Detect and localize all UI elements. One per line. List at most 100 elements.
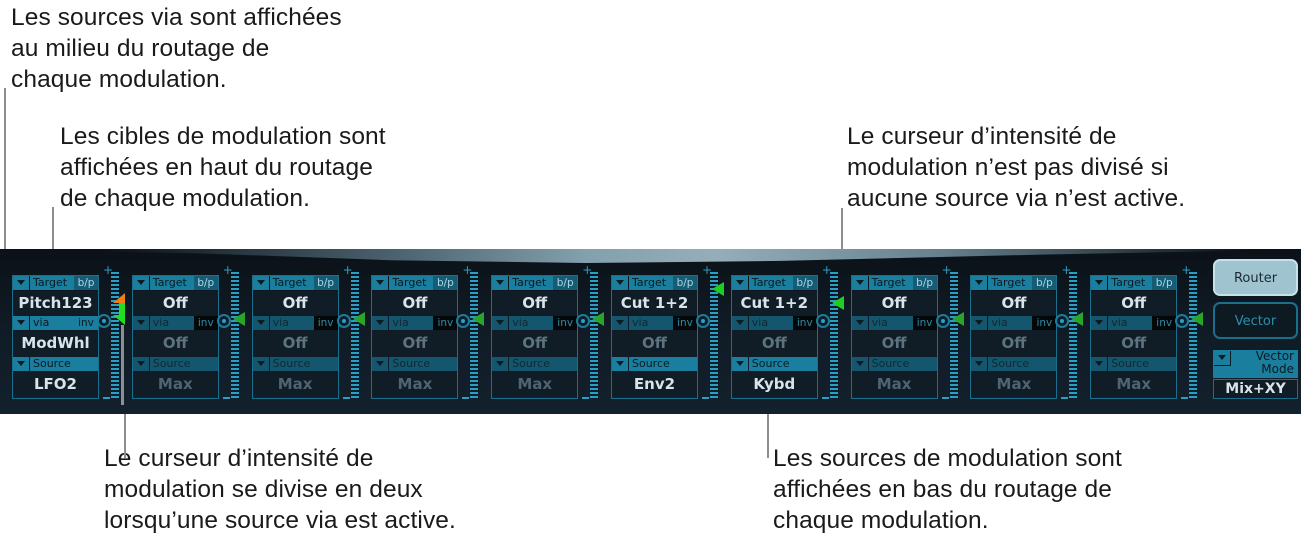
source-value[interactable]: Max [372, 372, 458, 396]
invert-toggle[interactable]: inv [74, 316, 98, 330]
chevron-down-icon[interactable] [252, 316, 269, 330]
chevron-down-icon[interactable] [851, 276, 868, 290]
chevron-down-icon[interactable] [132, 357, 149, 371]
intensity-arrow-icon[interactable] [352, 312, 365, 326]
chevron-down-icon[interactable] [731, 316, 748, 330]
chevron-down-icon[interactable] [132, 316, 149, 330]
slider-center-knob[interactable] [935, 314, 950, 328]
source-value[interactable]: Kybd [731, 372, 817, 396]
slider-center-knob[interactable] [336, 314, 351, 328]
chevron-down-icon[interactable] [132, 276, 149, 290]
chevron-down-icon[interactable] [13, 316, 29, 330]
via-range-arrow-icon[interactable] [113, 293, 125, 303]
bypass-toggle[interactable]: b/p [1152, 276, 1177, 290]
via-value[interactable]: Off [851, 331, 937, 355]
intensity-arrow-icon[interactable] [951, 312, 964, 326]
via-value[interactable]: Off [372, 331, 458, 355]
target-value[interactable]: Off [132, 291, 218, 315]
bypass-toggle[interactable]: b/p [193, 276, 218, 290]
chevron-down-icon[interactable] [492, 276, 509, 290]
intensity-arrow-icon[interactable] [113, 315, 125, 325]
chevron-down-icon[interactable] [372, 316, 389, 330]
chevron-down-icon[interactable] [971, 316, 988, 330]
intensity-slider-8[interactable]: + [935, 263, 964, 402]
bypass-toggle[interactable]: b/p [792, 276, 817, 290]
intensity-arrow-icon[interactable] [831, 296, 844, 310]
slider-center-knob[interactable] [97, 314, 111, 328]
slider-center-knob[interactable] [1175, 314, 1190, 328]
slider-center-knob[interactable] [456, 314, 471, 328]
slider-center-knob[interactable] [815, 314, 830, 328]
source-value[interactable]: Max [851, 372, 937, 396]
bypass-toggle[interactable]: b/p [553, 276, 578, 290]
intensity-arrow-icon[interactable] [592, 312, 605, 326]
target-value[interactable]: Off [372, 291, 458, 315]
intensity-arrow-icon[interactable] [232, 312, 245, 326]
source-value[interactable]: Max [252, 372, 338, 396]
intensity-arrow-icon[interactable] [1071, 312, 1084, 326]
source-value[interactable]: Max [1091, 372, 1177, 396]
chevron-down-icon[interactable] [1091, 316, 1108, 330]
chevron-down-icon[interactable] [851, 357, 868, 371]
intensity-slider-1[interactable]: + [97, 263, 125, 405]
invert-toggle[interactable]: inv [553, 316, 578, 330]
router-button[interactable]: Router [1213, 259, 1298, 296]
chevron-down-icon[interactable] [13, 357, 29, 371]
invert-toggle[interactable]: inv [792, 316, 817, 330]
chevron-down-icon[interactable] [971, 276, 988, 290]
intensity-arrow-icon[interactable] [712, 282, 724, 296]
chevron-down-icon[interactable] [612, 276, 628, 290]
via-value[interactable]: Off [731, 331, 817, 355]
target-value[interactable]: Off [851, 291, 937, 315]
intensity-slider-6[interactable]: + [696, 263, 724, 402]
via-value[interactable]: Off [971, 331, 1057, 355]
bypass-toggle[interactable]: b/p [912, 276, 937, 290]
chevron-down-icon[interactable] [372, 276, 389, 290]
target-value[interactable]: Off [1091, 291, 1177, 315]
intensity-slider-2[interactable]: + [216, 263, 245, 402]
chevron-down-icon[interactable] [1091, 276, 1108, 290]
intensity-arrow-icon[interactable] [1191, 312, 1204, 326]
target-value[interactable]: Pitch123 [13, 291, 98, 315]
via-value[interactable]: Off [612, 331, 697, 355]
chevron-down-icon[interactable] [971, 357, 988, 371]
invert-toggle[interactable]: inv [912, 316, 937, 330]
chevron-down-icon[interactable] [731, 276, 748, 290]
source-value[interactable]: Max [971, 372, 1057, 396]
via-value[interactable]: Off [252, 331, 338, 355]
target-value[interactable]: Off [252, 291, 338, 315]
invert-toggle[interactable]: inv [193, 316, 218, 330]
via-value[interactable]: ModWhl [13, 331, 98, 355]
intensity-slider-10[interactable]: + [1175, 263, 1204, 402]
target-value[interactable]: Cut 1+2 [731, 291, 817, 315]
source-value[interactable]: LFO2 [13, 372, 98, 396]
invert-toggle[interactable]: inv [1032, 316, 1057, 330]
chevron-down-icon[interactable] [1091, 357, 1108, 371]
bypass-toggle[interactable]: b/p [1032, 276, 1057, 290]
via-value[interactable]: Off [132, 331, 218, 355]
slider-center-knob[interactable] [576, 314, 591, 328]
target-value[interactable]: Cut 1+2 [612, 291, 697, 315]
bypass-toggle[interactable]: b/p [673, 276, 697, 290]
target-value[interactable]: Off [971, 291, 1057, 315]
bypass-toggle[interactable]: b/p [74, 276, 98, 290]
via-value[interactable]: Off [1091, 331, 1177, 355]
vector-mode-value[interactable]: Mix+XY [1213, 379, 1298, 399]
chevron-down-icon[interactable] [492, 357, 509, 371]
intensity-slider-7[interactable]: + [815, 263, 844, 402]
chevron-down-icon[interactable] [1214, 351, 1231, 366]
via-value[interactable]: Off [492, 331, 578, 355]
chevron-down-icon[interactable] [731, 357, 748, 371]
target-value[interactable]: Off [492, 291, 578, 315]
chevron-down-icon[interactable] [851, 316, 868, 330]
chevron-down-icon[interactable] [252, 357, 269, 371]
chevron-down-icon[interactable] [612, 316, 628, 330]
intensity-arrow-icon[interactable] [472, 312, 485, 326]
chevron-down-icon[interactable] [372, 357, 389, 371]
slider-center-knob[interactable] [696, 314, 710, 328]
intensity-slider-9[interactable]: + [1055, 263, 1084, 402]
source-value[interactable]: Max [132, 372, 218, 396]
chevron-down-icon[interactable] [492, 316, 509, 330]
invert-toggle[interactable]: inv [313, 316, 338, 330]
